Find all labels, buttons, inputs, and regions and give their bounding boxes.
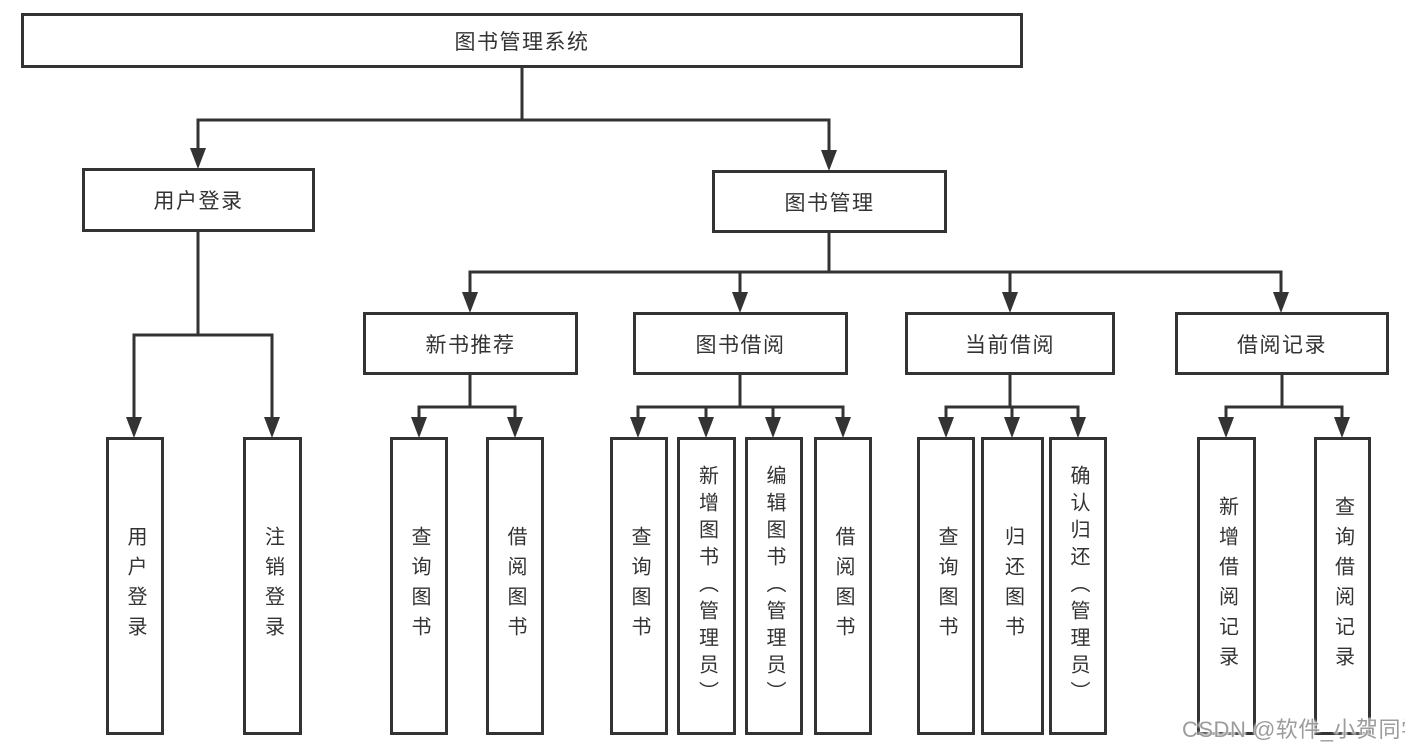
node-book-borrow: 图书借阅 bbox=[633, 312, 848, 375]
node-user-login-branch: 用户登录 bbox=[82, 168, 315, 232]
node-library-management-system: 图书管理系统 bbox=[21, 13, 1023, 68]
node-label: 查询图书 bbox=[408, 526, 430, 646]
node-query-borrow-record: 查询借阅记录 bbox=[1314, 437, 1371, 735]
arrow-down-icon bbox=[264, 417, 280, 438]
node-label: 用户登录 bbox=[124, 526, 146, 646]
node-label: 借阅记录 bbox=[1237, 333, 1327, 357]
node-query-books-recommend: 查询图书 bbox=[390, 437, 448, 735]
node-label: 新增借阅记录 bbox=[1215, 496, 1238, 676]
arrow-down-icon bbox=[835, 417, 851, 438]
node-logout-leaf: 注销登录 bbox=[243, 437, 302, 735]
node-query-books-current: 查询图书 bbox=[917, 437, 975, 735]
arrow-down-icon bbox=[126, 417, 142, 438]
arrow-down-icon bbox=[507, 417, 523, 438]
node-label: 图书管理系统 bbox=[454, 30, 590, 54]
arrow-down-icon bbox=[698, 417, 714, 438]
node-current-borrow: 当前借阅 bbox=[905, 312, 1115, 375]
node-label: 当前借阅 bbox=[965, 333, 1055, 357]
node-confirm-return-admin: 确认归还（管理员） bbox=[1049, 437, 1107, 735]
node-add-book-admin: 新增图书（管理员） bbox=[677, 437, 736, 735]
node-label: 借阅图书 bbox=[832, 526, 854, 646]
arrow-down-icon bbox=[190, 148, 206, 169]
node-user-login-leaf: 用户登录 bbox=[106, 437, 164, 735]
node-label: 查询图书 bbox=[628, 526, 650, 646]
node-label: 新书推荐 bbox=[425, 333, 516, 357]
node-return-books: 归还图书 bbox=[981, 437, 1044, 735]
arrow-down-icon bbox=[1004, 417, 1020, 438]
arrow-down-icon bbox=[462, 292, 478, 313]
watermark: CSDN @软件_小贺同学 bbox=[1182, 717, 1405, 742]
node-label: 编辑图书（管理员） bbox=[763, 464, 785, 708]
arrow-down-icon bbox=[1002, 292, 1018, 313]
node-label: 借阅图书 bbox=[504, 526, 526, 646]
node-borrow-books-leaf: 借阅图书 bbox=[814, 437, 872, 735]
node-book-management-branch: 图书管理 bbox=[712, 170, 947, 233]
node-label: 图书借阅 bbox=[695, 333, 786, 357]
arrow-down-icon bbox=[630, 417, 646, 438]
arrow-down-icon bbox=[938, 417, 954, 438]
arrow-down-icon bbox=[821, 150, 837, 171]
node-add-borrow-record: 新增借阅记录 bbox=[1197, 437, 1256, 735]
node-label: 新增图书（管理员） bbox=[695, 464, 718, 708]
node-borrow-books-recommend: 借阅图书 bbox=[486, 437, 544, 735]
node-edit-book-admin: 编辑图书（管理员） bbox=[745, 437, 803, 735]
arrow-down-icon bbox=[1218, 417, 1234, 438]
arrow-down-icon bbox=[765, 417, 781, 438]
arrow-down-icons bbox=[126, 148, 1350, 438]
node-label: 用户登录 bbox=[153, 190, 244, 213]
node-label: 查询借阅记录 bbox=[1331, 496, 1354, 676]
node-label: 图书管理 bbox=[784, 191, 875, 215]
arrow-down-icon bbox=[1273, 292, 1289, 313]
arrow-down-icon bbox=[1070, 417, 1086, 438]
arrow-down-icon bbox=[411, 417, 427, 438]
node-label: 确认归还（管理员） bbox=[1067, 464, 1089, 708]
node-label: 归还图书 bbox=[1001, 526, 1024, 646]
node-query-books-borrow: 查询图书 bbox=[610, 437, 668, 735]
node-borrow-records: 借阅记录 bbox=[1175, 312, 1389, 375]
node-new-book-recommend: 新书推荐 bbox=[363, 312, 578, 375]
node-label: 查询图书 bbox=[935, 526, 957, 646]
node-label: 注销登录 bbox=[261, 526, 284, 646]
arrow-down-icon bbox=[732, 292, 748, 313]
arrow-down-icon bbox=[1334, 417, 1350, 438]
